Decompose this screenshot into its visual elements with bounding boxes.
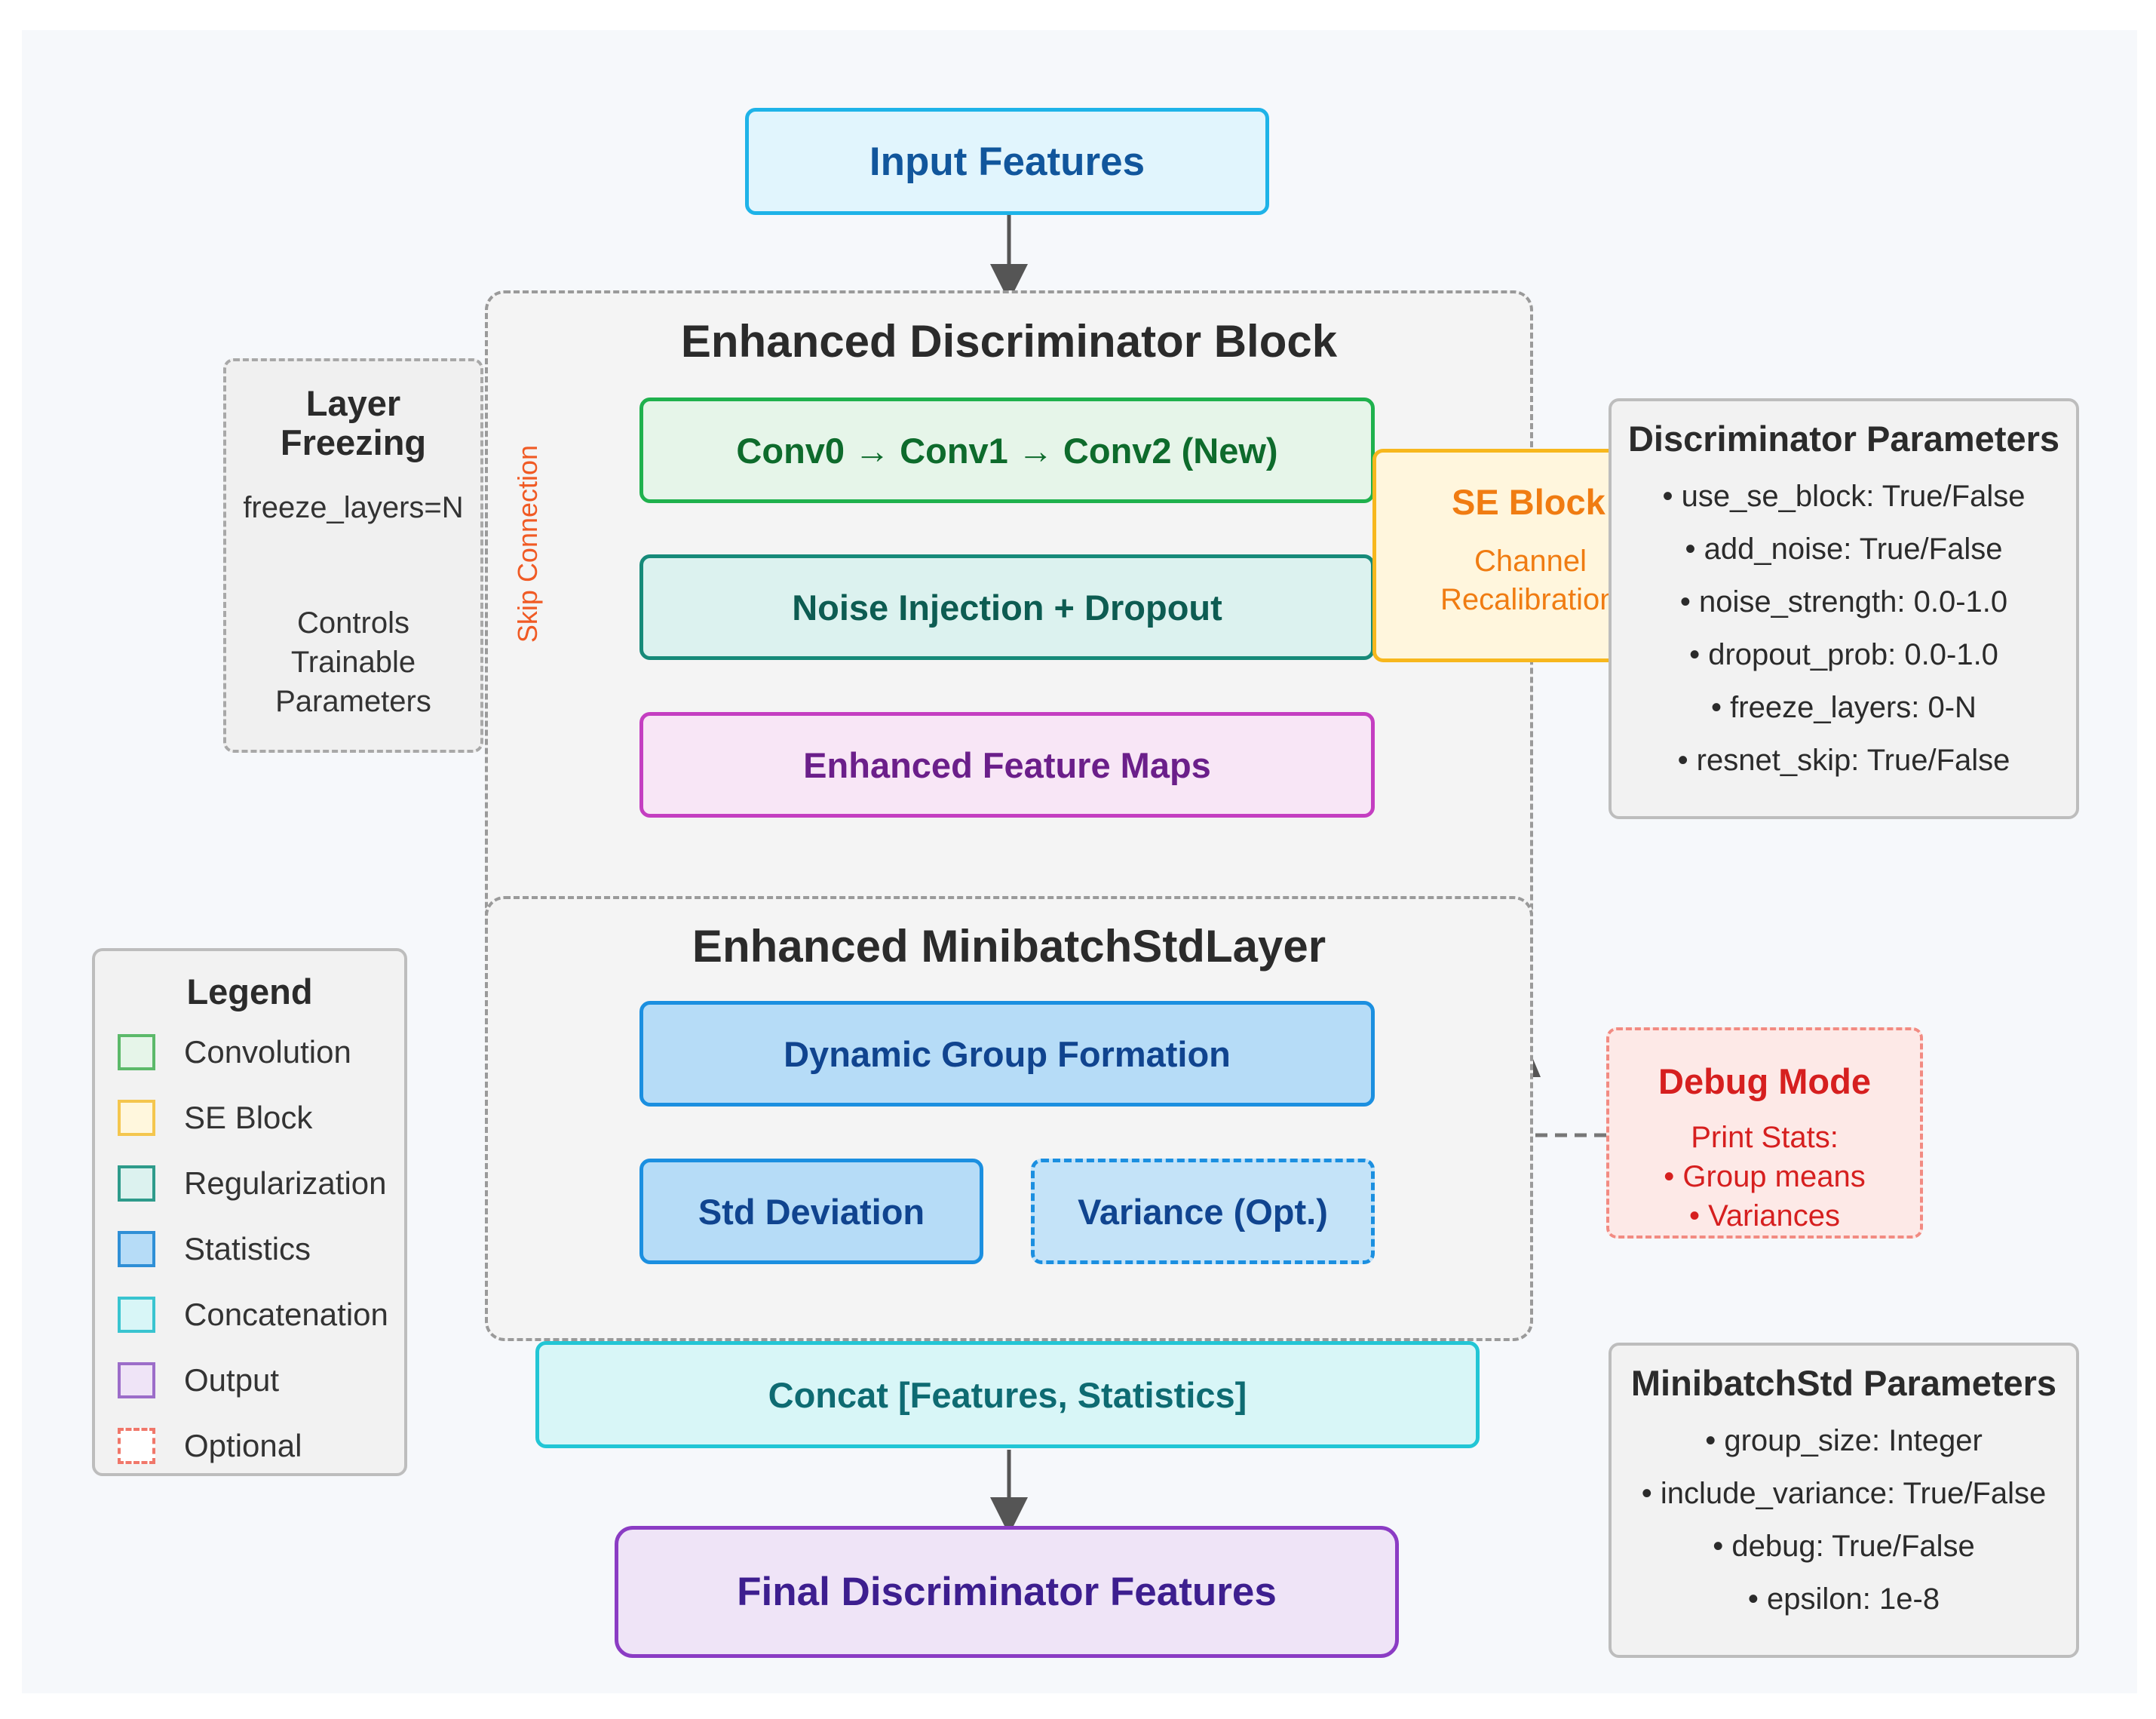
debug-mode-line2: • Group means <box>1664 1160 1866 1193</box>
debug-connector <box>1527 1064 1606 1137</box>
layer-freezing-desc-2: Trainable <box>290 646 416 679</box>
layer-freezing-desc-3: Parameters <box>275 685 431 718</box>
discriminator-params-title: Discriminator Parameters <box>1627 419 2060 459</box>
variance-optional-label: Variance (Opt.) <box>1078 1191 1328 1232</box>
legend-swatch <box>118 1231 155 1267</box>
legend-swatch <box>118 1297 155 1333</box>
minibatch-layer-container <box>485 896 1533 1341</box>
layer-freezing-title-1: Layer <box>305 383 401 423</box>
param-item: • use_se_block: True/False <box>1662 480 2026 513</box>
layer-freezing-desc-1: Controls <box>297 606 409 640</box>
layer-freezing-panel: Layer Freezing freeze_layers=N Controls … <box>223 358 483 753</box>
legend-label: Optional <box>184 1428 302 1463</box>
legend-label: Output <box>184 1362 280 1398</box>
noise-dropout-label: Noise Injection + Dropout <box>792 587 1222 628</box>
group-formation-label: Dynamic Group Formation <box>784 1033 1231 1074</box>
debug-mode-line1: Print Stats: <box>1691 1121 1839 1154</box>
minibatch-params-panel: MinibatchStd Parameters • group_size: In… <box>1609 1343 2079 1658</box>
param-item: • freeze_layers: 0-N <box>1711 691 1977 724</box>
legend-title: Legend <box>186 972 313 1011</box>
input-features-label: Input Features <box>869 139 1145 184</box>
discriminator-params-list: • use_se_block: True/False • add_noise: … <box>1612 470 2076 787</box>
legend-swatch <box>118 1428 155 1464</box>
final-features-label: Final Discriminator Features <box>737 1570 1277 1614</box>
legend-item: Concatenation <box>118 1297 388 1333</box>
legend-item: Regularization <box>118 1165 387 1202</box>
se-block-box: SE Block Channel Recalibration <box>1372 449 1610 662</box>
debug-mode-title: Debug Mode <box>1658 1061 1871 1101</box>
param-item: • include_variance: True/False <box>1641 1477 2047 1510</box>
minibatch-layer-title: Enhanced MinibatchStdLayer <box>692 921 1326 972</box>
debug-mode-panel: Debug Mode Print Stats: • Group means • … <box>1606 1027 1923 1239</box>
layer-freezing-title-2: Freezing <box>280 422 427 462</box>
legend-item: Output <box>118 1362 279 1398</box>
legend-swatch <box>118 1100 155 1136</box>
legend-label: Statistics <box>184 1231 311 1266</box>
legend-item: Convolution <box>118 1034 351 1070</box>
legend-swatch <box>118 1165 155 1202</box>
param-item: • group_size: Integer <box>1705 1424 1983 1457</box>
param-item: • epsilon: 1e-8 <box>1747 1582 1940 1616</box>
feature-maps-label: Enhanced Feature Maps <box>803 744 1211 785</box>
param-item: • resnet_skip: True/False <box>1677 744 2010 777</box>
param-item: • debug: True/False <box>1713 1530 1975 1563</box>
legend-label: Concatenation <box>184 1297 388 1332</box>
final-features-box: Final Discriminator Features <box>615 1526 1399 1658</box>
std-deviation-box: Std Deviation <box>639 1159 983 1264</box>
noise-dropout-box: Noise Injection + Dropout <box>639 554 1375 660</box>
concat-box: Concat [Features, Statistics] <box>535 1341 1480 1448</box>
conv-stack-box: Conv0 → Conv1 → Conv2 (New) <box>639 398 1375 503</box>
legend-label: SE Block <box>184 1100 313 1135</box>
conv-stack-label: Conv0 → Conv1 → Conv2 (New) <box>736 430 1278 471</box>
se-block-title: SE Block <box>1452 482 1605 522</box>
param-item: • noise_strength: 0.0-1.0 <box>1679 585 2008 619</box>
minibatch-params-title: MinibatchStd Parameters <box>1630 1363 2057 1403</box>
group-formation-box: Dynamic Group Formation <box>639 1001 1375 1107</box>
legend-item: SE Block <box>118 1100 312 1136</box>
std-deviation-label: Std Deviation <box>698 1191 925 1232</box>
layer-freezing-param: freeze_layers=N <box>243 491 464 524</box>
feature-maps-box: Enhanced Feature Maps <box>639 712 1375 818</box>
legend-label: Convolution <box>184 1034 351 1070</box>
minibatch-params-list: • group_size: Integer • include_variance… <box>1612 1414 2076 1625</box>
se-block-line1: Channel <box>1474 545 1587 578</box>
se-block-line2: Recalibration <box>1440 583 1610 616</box>
concat-label: Concat [Features, Statistics] <box>768 1374 1247 1415</box>
legend-item: Statistics <box>118 1231 311 1267</box>
legend-swatch <box>118 1362 155 1398</box>
legend-item: Optional <box>118 1428 302 1464</box>
variance-optional-box: Variance (Opt.) <box>1031 1159 1375 1264</box>
param-item: • add_noise: True/False <box>1685 533 2003 566</box>
input-features-box: Input Features <box>745 108 1269 215</box>
param-item: • dropout_prob: 0.0-1.0 <box>1689 638 1998 671</box>
discriminator-params-panel: Discriminator Parameters • use_se_block:… <box>1609 398 2079 819</box>
discriminator-block-title: Enhanced Discriminator Block <box>680 316 1338 367</box>
legend-swatch <box>118 1034 155 1070</box>
debug-mode-line3: • Variances <box>1688 1199 1841 1232</box>
legend-label: Regularization <box>184 1165 387 1201</box>
